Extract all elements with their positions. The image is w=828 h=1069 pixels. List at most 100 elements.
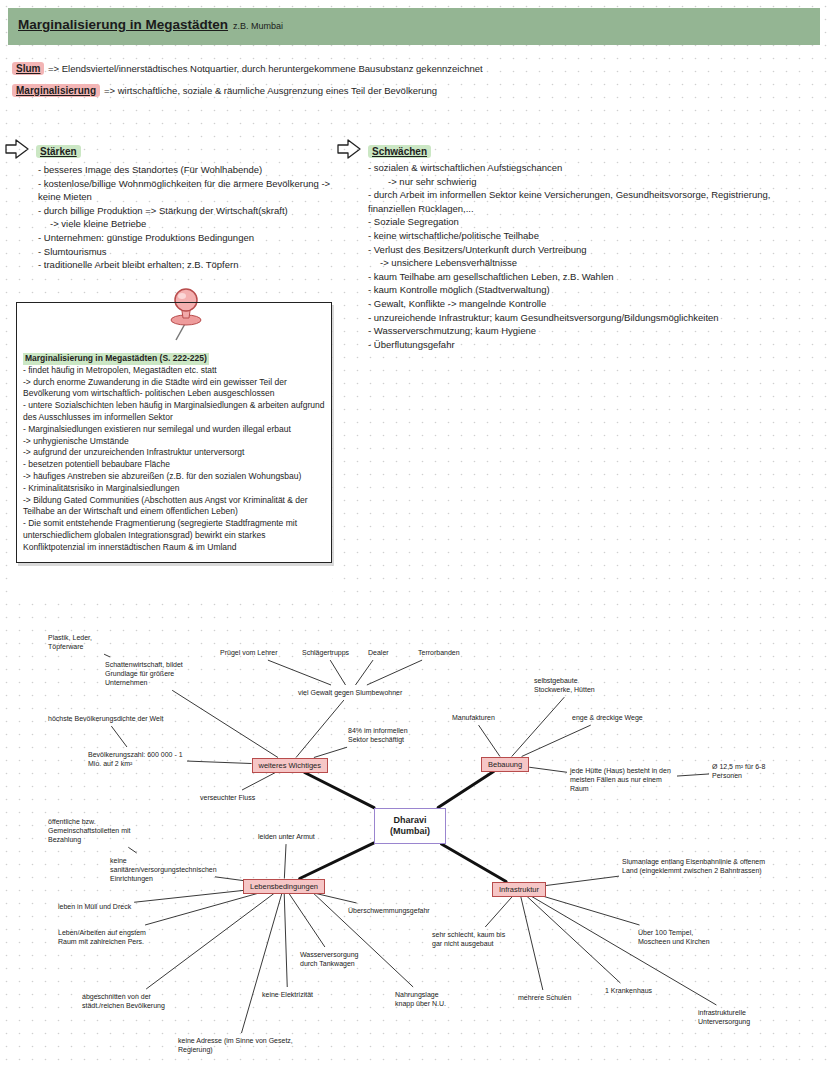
leader-line [527, 897, 620, 984]
pin-shine [178, 293, 186, 299]
leader-line [146, 894, 274, 990]
title-band: Marginalisierung in Megastädtenz.B. Mumb… [8, 8, 820, 45]
list-item: - Überflutungsgefahr [368, 338, 798, 352]
note-line: - Die somit entstehende Fragmentierung (… [23, 518, 325, 553]
leader-line [512, 697, 565, 756]
mindmap-leaf: abgeschnitten von der städt./reichen Bev… [82, 992, 178, 1010]
category-box: Lebensbedingungen [243, 879, 325, 894]
mindmap-leaf: sehr schlecht, kaum bis gar nicht ausgeb… [432, 930, 517, 948]
note-box: Marginalisierung in Megastädten (S. 222-… [16, 302, 332, 563]
list-item: - durch Arbeit im informellen Sektor kei… [368, 188, 798, 215]
leader-line [355, 660, 373, 685]
category-text: weiteres Wichtiges [259, 761, 322, 770]
mindmap-leaf: höchste Bevölkerungsdichte der Welt [48, 714, 163, 723]
list-item: - kaum Kontrolle möglich (Stadtverwaltun… [368, 283, 798, 297]
center-box: Dharavi (Mumbai) [374, 808, 446, 845]
leader-line [296, 700, 344, 757]
list-item: - kostenlose/billige Wohnmöglichkeiten f… [38, 177, 338, 204]
mindmap-leaf: keine Elektrizität [262, 990, 313, 999]
pin-illustration [171, 289, 201, 340]
mindmap-leaf: selbstgebaute Stockwerke, Hütten [534, 676, 616, 694]
list-item: -> viele kleine Betriebe [38, 217, 338, 231]
note-line: - Kriminalitätsrisiko in Marginalsiedlun… [23, 483, 325, 495]
mindmap-leaf: Schattenwirtschaft, bildet Grundlage für… [105, 660, 187, 687]
term-highlight: Marginalisierung [12, 84, 100, 97]
list-item: - Unternehmen: günstige Produktions Bedi… [38, 231, 338, 245]
leader-line [367, 660, 422, 685]
note-line: - Marginalsiedlungen existieren nur semi… [23, 424, 325, 436]
mindmap-leaf: 1 Krankenhaus [605, 986, 652, 995]
branch-connector [305, 773, 374, 808]
edge-layer [300, 772, 506, 882]
term-highlight: Slum [12, 62, 44, 75]
leader-line [522, 725, 591, 756]
category-text: Lebensbedingungen [250, 882, 318, 891]
note-line: - untere Sozialschichten leben häufig in… [23, 400, 325, 424]
note-line: -> unhygienische Umstände [23, 436, 325, 448]
note-line: - besetzen potentiell bebaubare Fläche [23, 459, 325, 471]
mindmap-leaf: Schlägertrupps [302, 648, 349, 657]
mindmap-leaf: keine Adresse (im Sinne von Gesetz, Regi… [178, 1036, 298, 1054]
list-item: - kaum Teilhabe am gesellschaftlichen Le… [368, 270, 798, 284]
leader-line [134, 890, 243, 902]
mindmap-leaf: Überschwemmungsgefahr [348, 906, 430, 915]
list-item: - unzureichende Infrastruktur; kaum Gesu… [368, 311, 798, 325]
mindmap-leaf: keine sanitären/versorgungstechnischen E… [110, 856, 212, 883]
note-heading: Marginalisierung in Megastädten (S. 222-… [23, 353, 209, 365]
leader-line [172, 690, 278, 757]
leader-line [529, 767, 567, 772]
mindmap-leaf: infrastrukturelle Unterversorgung [698, 1008, 776, 1026]
list-item: - traditionelle Arbeit bleibt erhalten; … [38, 258, 338, 272]
definition-text: => Elendsviertel/innerstädtisches Notqua… [48, 63, 483, 74]
pin-head [175, 289, 197, 311]
leader-line [111, 726, 127, 747]
category-box: weiteres Wichtiges [252, 758, 329, 773]
arrow-icon [6, 140, 28, 158]
category-box: Bebauung [481, 757, 529, 772]
leader-line [284, 894, 287, 988]
term-text: Marginalisierung [16, 85, 96, 96]
note-ground [16, 302, 332, 602]
leader-line [532, 897, 717, 1006]
mindmap-leaf: leben in Müll und Dreck [58, 902, 131, 911]
leader-line [485, 897, 512, 928]
leader-line [544, 897, 639, 926]
subtitle-text: z.B. Mumbai [233, 21, 283, 31]
list-item: -> nur sehr schwierig [368, 175, 798, 189]
list-item: - Verlust des Besitzers/Unterkunft durch… [368, 243, 798, 257]
category-text: Infrastruktur [499, 885, 539, 894]
category-text: Bebauung [488, 760, 522, 769]
list-item: -> unsichere Lebensverhältnisse [368, 256, 798, 270]
center-text: Dharavi (Mumbai) [380, 815, 440, 838]
leader-line [128, 847, 136, 853]
mindmap-leaf: 84% im informellen Sektor beschäftigt [348, 726, 424, 744]
mindmap-leaf: Slumanlage entlang Eisenbahnlinie & offe… [622, 857, 772, 875]
mindmap-leaf: Plastik, Leder, Töpferware [48, 633, 108, 651]
mindmap-leaf: Terrorbanden [418, 648, 460, 657]
mindmap-leaf: leiden unter Armut [258, 832, 315, 841]
leader-line [104, 654, 110, 657]
mindmap-leaf: viel Gewalt gegen Slumbewohner [298, 688, 402, 697]
mindmap-leaf: mehrere Schulen [518, 993, 571, 1002]
leader-line [242, 773, 275, 791]
list-item: - durch billige Produktion => Stärkung d… [38, 204, 338, 218]
mindmap-leaf: öffentliche bzw. Gemeinschaftstoiletten … [48, 817, 160, 844]
list-item: - Slumtourismus [38, 245, 338, 259]
mindmap-leaf: Leben/Arbeiten auf engstem Raum mit zahl… [58, 928, 146, 946]
arrow-icon [338, 140, 360, 158]
mindmap-leaf: Manufakturen [452, 713, 495, 722]
list-item: - Soziale Segregation [368, 215, 798, 229]
heading-text: Stärken [40, 146, 77, 157]
mindmap-leaf: Ø 12,5 m² für 6-8 Personen [712, 762, 794, 780]
leader-line [330, 660, 345, 685]
mindmap-leaf: Wasserversorgung durch Tankwagen [300, 950, 366, 968]
list-item: - besseres Image des Standortes (Für Woh… [38, 163, 338, 177]
mindmap-leaf: Nahrungslage knapp über N.U. [395, 990, 457, 1008]
note-line: -> Bildung Gated Communities (Abschotten… [23, 495, 325, 519]
branch-connector [441, 844, 506, 882]
leader-line [479, 725, 500, 756]
mindmap-leaf: Bevölkerungszahl: 600 000 - 1 Mio. auf 2… [88, 750, 184, 768]
heading-highlight: Stärken [36, 145, 81, 158]
leader-line [241, 894, 281, 1034]
leader-line [268, 660, 331, 685]
